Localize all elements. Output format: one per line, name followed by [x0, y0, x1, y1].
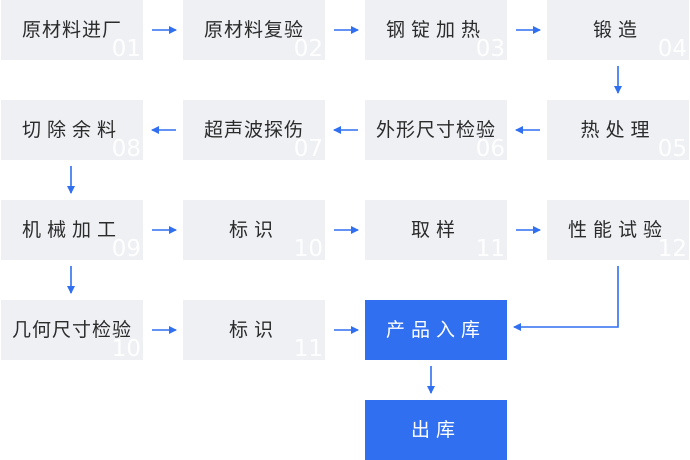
step-label: 出库 — [410, 419, 461, 441]
step-number: 12 — [657, 236, 687, 260]
arrow-elbow — [513, 266, 619, 331]
step-label: 外形尺寸检验 — [375, 119, 496, 141]
step-machining: 机械加工 09 — [1, 200, 143, 260]
step-label: 钢锭加热 — [385, 19, 486, 41]
step-raw-material-recheck: 原材料复验 02 — [183, 0, 325, 60]
step-number: 01 — [111, 36, 141, 60]
step-number: 05 — [657, 136, 687, 160]
step-number: 02 — [293, 36, 323, 60]
step-cut-excess-material: 切除余料 08 — [1, 100, 143, 160]
step-ultrasonic-flaw-detection: 超声波探伤 07 — [183, 100, 325, 160]
step-geometric-dimension-inspection: 几何尺寸检验 10 — [1, 300, 143, 360]
step-number: 11 — [293, 336, 323, 360]
step-shape-size-inspection: 外形尺寸检验 06 — [365, 100, 507, 160]
step-label: 锻造 — [592, 19, 643, 41]
step-number: 10 — [293, 236, 323, 260]
step-number: 03 — [475, 36, 505, 60]
step-number: 07 — [293, 136, 323, 160]
step-label: 热处理 — [580, 119, 656, 141]
step-number: 08 — [111, 136, 141, 160]
step-label: 标识 — [228, 219, 279, 241]
step-label: 产品入库 — [385, 319, 486, 341]
step-forging: 锻造 04 — [547, 0, 689, 60]
step-raw-material-entry: 原材料进厂 01 — [1, 0, 143, 60]
step-label: 机械加工 — [21, 219, 122, 241]
step-number: 06 — [475, 136, 505, 160]
step-label: 标识 — [228, 319, 279, 341]
step-number: 09 — [111, 236, 141, 260]
step-label: 性能试验 — [567, 219, 668, 241]
step-sampling: 取样 11 — [365, 200, 507, 260]
step-marking-1: 标识 10 — [183, 200, 325, 260]
step-number: 11 — [475, 236, 505, 260]
step-number: 10 — [111, 336, 141, 360]
step-outbound: 出库 — [365, 400, 507, 460]
step-ingot-heating: 钢锭加热 03 — [365, 0, 507, 60]
step-performance-test: 性能试验 12 — [547, 200, 689, 260]
step-marking-2: 标识 11 — [183, 300, 325, 360]
step-number: 04 — [657, 36, 687, 60]
step-label: 原材料复验 — [203, 19, 304, 41]
step-label: 几何尺寸检验 — [11, 319, 132, 341]
step-label: 超声波探伤 — [203, 119, 304, 141]
step-heat-treatment: 热处理 05 — [547, 100, 689, 160]
step-product-storage: 产品入库 — [365, 300, 507, 360]
step-label: 取样 — [410, 219, 461, 241]
step-label: 切除余料 — [21, 119, 122, 141]
step-label: 原材料进厂 — [21, 19, 122, 41]
